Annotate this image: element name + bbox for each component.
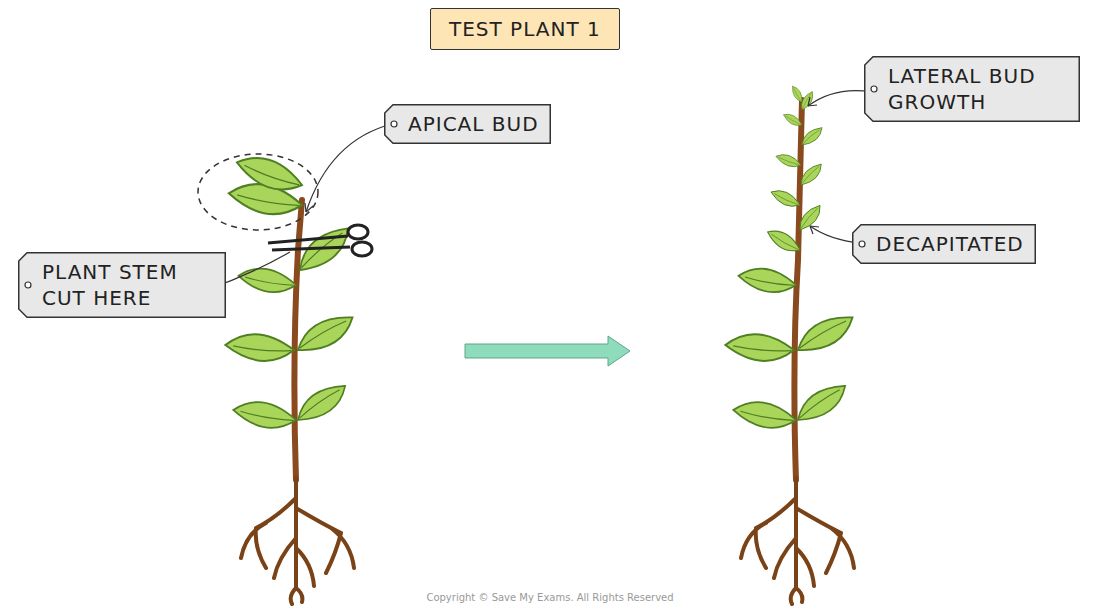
tag-text: LATERAL BUD GROWTH — [888, 63, 1068, 115]
title-text: TEST PLANT 1 — [449, 16, 601, 42]
label-tag: LATERAL BUD GROWTH — [864, 56, 1080, 122]
tag-text: APICAL BUD — [408, 111, 539, 137]
label-tag: APICAL BUD — [384, 104, 551, 144]
label-tag: PLANT STEM CUT HERE — [18, 252, 226, 318]
tag-text: PLANT STEM CUT HERE — [42, 259, 214, 311]
copyright-note: Copyright © Save My Exams. All Rights Re… — [0, 592, 1100, 603]
copyright-text: Copyright © Save My Exams. All Rights Re… — [426, 592, 673, 603]
tag-text: DECAPITATED — [876, 231, 1024, 257]
title-box: TEST PLANT 1 — [430, 8, 620, 50]
label-tag: DECAPITATED — [852, 224, 1036, 264]
